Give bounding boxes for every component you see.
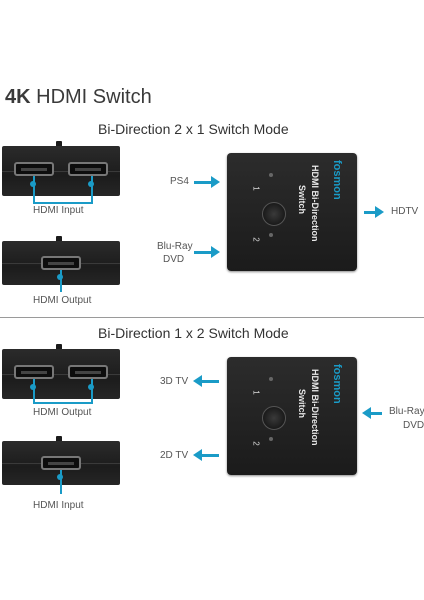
- section2-title: Bi-Direction 1 x 2 Switch Mode: [98, 325, 289, 341]
- hdmi-port: [14, 365, 54, 379]
- connector-line: [33, 176, 35, 203]
- fosmon-logo: fosmon: [331, 364, 343, 404]
- hdmi-port: [68, 162, 108, 176]
- connector-line: [60, 470, 62, 494]
- connector-dot: [57, 274, 63, 280]
- connector-line: [91, 379, 93, 403]
- hdtv-label: HDTV: [391, 206, 419, 217]
- section-divider: [0, 317, 424, 318]
- connector-line: [60, 270, 62, 292]
- hdmi-input-label: HDMI Input: [33, 205, 84, 216]
- connector-dot: [30, 384, 36, 390]
- port1-led: [269, 377, 273, 381]
- connector-dot: [88, 181, 94, 187]
- arrow-right-icon: [375, 206, 384, 218]
- arrow-shaft: [370, 412, 382, 415]
- arrow-left-icon: [193, 375, 202, 387]
- port2-led: [269, 233, 273, 237]
- switch-label-line1: HDMI Bi-Direction: [310, 165, 320, 242]
- connector-line: [33, 402, 93, 404]
- 2dtv-label: 2D TV: [160, 450, 189, 461]
- arrow-right-icon: [211, 176, 220, 188]
- fosmon-logo: fosmon: [331, 160, 343, 200]
- switch-label-line2: Switch: [297, 185, 307, 215]
- arrow-left-icon: [362, 407, 371, 419]
- hdmi-port: [14, 162, 54, 176]
- arrow-left-icon: [193, 449, 202, 461]
- arrow-shaft: [201, 380, 219, 383]
- port1-led: [269, 173, 273, 177]
- hdmi-port: [41, 256, 81, 270]
- hdmi-input-label: HDMI Input: [33, 500, 84, 511]
- 3dtv-label: 3D TV: [160, 376, 189, 387]
- bluray-label: Blu-Ray: [157, 241, 193, 252]
- arrow-shaft: [194, 181, 212, 184]
- connector-dot: [88, 384, 94, 390]
- hdmi-port: [68, 365, 108, 379]
- hdmi-output-label: HDMI Output: [33, 407, 92, 418]
- device-nub: [56, 141, 62, 147]
- dvd-label: DVD: [403, 420, 424, 431]
- bluray-label: Blu-Ray: [389, 406, 424, 417]
- hdmi-switch-device: [227, 357, 357, 475]
- select-button[interactable]: [262, 202, 286, 226]
- connector-line: [33, 202, 93, 204]
- connector-line: [91, 176, 93, 203]
- hdmi-switch-device: [227, 153, 357, 271]
- device-nub: [56, 236, 62, 242]
- page-title: 4K HDMI Switch: [5, 86, 152, 108]
- port2-number: 2: [251, 441, 261, 446]
- arrow-right-icon: [211, 246, 220, 258]
- section1-title: Bi-Direction 2 x 1 Switch Mode: [98, 121, 289, 137]
- arrow-shaft: [194, 251, 212, 254]
- dvd-label: DVD: [163, 254, 185, 265]
- port2-number: 2: [251, 237, 261, 242]
- ps4-label: PS4: [170, 176, 189, 187]
- select-button[interactable]: [262, 406, 286, 430]
- device-nub: [56, 344, 62, 350]
- switch-label-line2: Switch: [297, 389, 307, 419]
- port1-number: 1: [251, 390, 261, 395]
- port1-number: 1: [251, 186, 261, 191]
- hdmi-output-label: HDMI Output: [33, 295, 92, 306]
- arrow-shaft: [364, 211, 376, 214]
- switch-label-line1: HDMI Bi-Direction: [310, 369, 320, 446]
- device-nub: [56, 436, 62, 442]
- hdmi-port: [41, 456, 81, 470]
- arrow-shaft: [201, 454, 219, 457]
- port2-led: [269, 437, 273, 441]
- connector-dot: [57, 474, 63, 480]
- connector-line: [33, 379, 35, 403]
- connector-dot: [30, 181, 36, 187]
